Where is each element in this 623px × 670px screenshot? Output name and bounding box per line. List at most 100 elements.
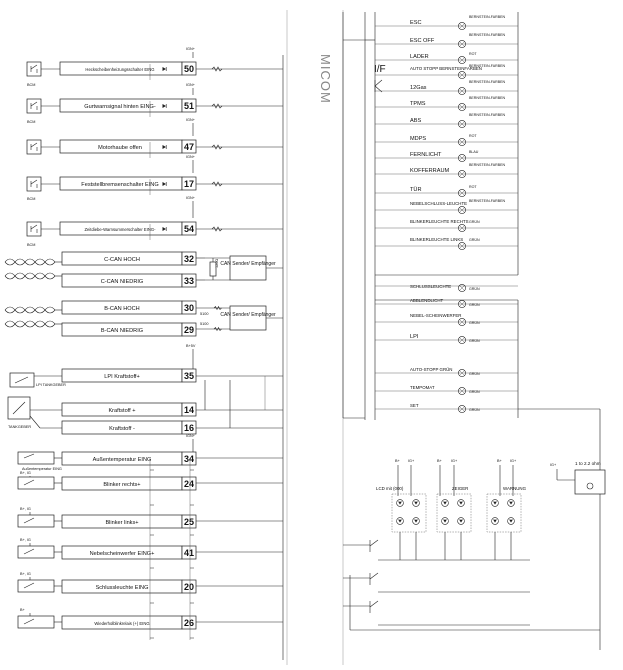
lpi-group: B+5V B+5V LPI Kraftstoff+ 35 LPI TANKGEB…	[7, 344, 283, 435]
can-high-label: B-CAN HOCH	[104, 306, 139, 312]
switch-icon	[17, 451, 55, 465]
supply-b: IG+	[510, 459, 517, 463]
indicator-label: TEMPOMAT	[410, 385, 435, 390]
indicator-label: ABBLENDLICHT	[410, 298, 444, 303]
led-icon	[441, 499, 449, 507]
supply-label: B+, IG	[20, 572, 31, 576]
pin-number: 25	[184, 517, 194, 527]
bcm-switch-icon	[26, 98, 42, 114]
regulator: IG+ 1 to 2.2 ohm	[550, 461, 606, 495]
input-label: Zeitdiebe-Warnsummerschalter EING-	[84, 227, 156, 232]
switch-label: Blinker links+	[105, 520, 138, 526]
module-label: BCM	[27, 197, 35, 201]
indicator-color: ROT	[469, 52, 477, 56]
indicator-color: BERNSTEIN-FARBEN	[469, 113, 506, 117]
c-can-group: C-CAN HOCH 32 C-CAN NIEDRIG 33 120Ω CAN …	[4, 251, 283, 288]
indicator-list-top	[375, 12, 519, 276]
indicator-label: MDPS	[410, 136, 426, 142]
supply-b: IG+	[408, 459, 415, 463]
led-group-label: ZEIGER	[452, 486, 468, 491]
switch-label: Schlussleuchte EING	[96, 585, 149, 591]
supply-b: IG+	[451, 459, 458, 463]
indicator-color: ROT	[469, 185, 477, 189]
pin-number: 34	[184, 454, 194, 464]
indicator-label: SCHLUSSLEUCHTE	[410, 284, 451, 289]
supply-label: IGN+	[186, 196, 196, 200]
led-icon	[441, 517, 449, 525]
lamp-icon	[458, 284, 466, 292]
input-block-54: BCM Zeitdiebe-Warnsummerschalter EING- 5…	[26, 196, 283, 247]
switch-icon	[26, 139, 42, 155]
tank-sender-label: TANKGEBER	[8, 425, 31, 429]
indicator-label: AUTO-STOPP GRÜN	[410, 367, 452, 372]
indicator-fog-light: NEBEL-SCHEINWERFER GRÜN	[375, 313, 518, 326]
indicator-label: NEBEL-SCHEINWERFER	[410, 313, 461, 318]
led-icon	[507, 499, 515, 507]
indicator-abs: ABS BERNSTEIN-FARBEN	[375, 113, 518, 128]
input-label: Gurtwarnsignal hinten EING-	[84, 104, 156, 110]
pin-number: 14	[184, 405, 194, 415]
resistor-icon	[211, 144, 223, 150]
pin-number: 29	[184, 325, 194, 335]
driver-transistors	[343, 539, 600, 631]
module-label: BCM	[27, 83, 35, 87]
indicator-trunk: KOFFERRAUM BERNSTEIN-FARBEN	[375, 163, 518, 178]
resistor-icon	[213, 305, 222, 311]
interface-transistor	[374, 79, 383, 93]
indicator-label: SET	[410, 403, 419, 408]
resistor-icon	[211, 226, 223, 232]
supply-label: IGN+	[186, 83, 196, 87]
switch-icon	[17, 579, 55, 593]
indicator-12gas: 12Gas BERNSTEIN-FARBEN	[375, 80, 518, 95]
supply-label: B+, IG	[20, 507, 31, 511]
indicator-label: AUTO STOPP BERNSTEINFARBEN	[410, 66, 482, 71]
led-group-lcd: B+ IG+ LCD mit (000)	[376, 459, 427, 560]
can-low-label: B-CAN NIEDRIG	[101, 328, 143, 334]
bcm-switch-icon	[26, 61, 42, 77]
can-transceiver	[229, 305, 267, 331]
regulator-supply: IG+	[550, 463, 557, 467]
termination-resistor-icon	[209, 261, 217, 277]
micom-label: MICOM	[318, 54, 333, 104]
supply-a: B+	[437, 459, 443, 463]
indicator-label: ABS	[410, 118, 421, 124]
indicator-color: GRÜN	[469, 321, 480, 325]
switch-block-20: B+, IG Schlussleuchte EING 20	[17, 572, 283, 594]
pin-number: 41	[184, 548, 194, 558]
led-group-warning: B+ IG+ WARNUNG	[486, 459, 527, 560]
indicator-tpms: TPMS BERNSTEIN-FARBEN	[375, 96, 518, 111]
indicator-color: BLAU	[469, 150, 479, 154]
indicator-esc-off: ESC OFF BERNSTEIN-FARBEN	[375, 33, 518, 48]
switch-block-25: B+, IG Blinker links+ 25	[17, 507, 283, 529]
led-icon	[396, 517, 404, 525]
supply-label: IGN+	[186, 47, 196, 51]
pin-number: 32	[184, 254, 194, 264]
supply-label: IGN+	[186, 118, 196, 122]
indicator-tail-lamp: SCHLUSSLEUCHTE GRÜN	[375, 284, 518, 292]
indicator-label: 12Gas	[410, 85, 427, 91]
indicator-color: BERNSTEIN-FARBEN	[469, 64, 506, 68]
indicator-label: FERNLICHT	[410, 152, 442, 158]
indicator-label: LADER	[410, 54, 429, 60]
indicator-high-beam: FERNLICHT BLAU	[375, 150, 518, 162]
input-label: Heckscheibenheizungsschalter EING	[85, 67, 154, 72]
resistor-icon	[211, 181, 223, 187]
indicator-color: GRÜN	[469, 408, 480, 412]
led-group-pointer: B+ IG+ ZEIGER	[436, 459, 472, 560]
indicator-door: TÜR ROT	[375, 185, 518, 197]
switch-block-26: B+ Wiederholblinkrelais (+) EING 26	[17, 608, 283, 630]
switch-label: Blinker rechts+	[103, 482, 140, 488]
supply-label: IGN+	[186, 155, 196, 159]
input-block-51: BCM Gurtwarnsignal hinten EING- 51 IGN+	[26, 83, 283, 124]
switch-icon	[17, 615, 55, 629]
bcm-switch-icon	[26, 176, 42, 192]
switch-icon	[17, 476, 55, 490]
pin-number: 30	[184, 303, 194, 313]
twisted-pair-icon	[4, 258, 56, 266]
led-group-label: WARNUNG	[503, 486, 527, 491]
led-group-label: LCD mit (000)	[376, 486, 404, 491]
indicator-label: LPI	[410, 334, 419, 340]
switch-block-24: B+, IG Blinker rechts+ 24	[17, 471, 283, 491]
switch-block-41: B+, IG Nebelscheinwerfer EING+ 41	[17, 538, 283, 560]
